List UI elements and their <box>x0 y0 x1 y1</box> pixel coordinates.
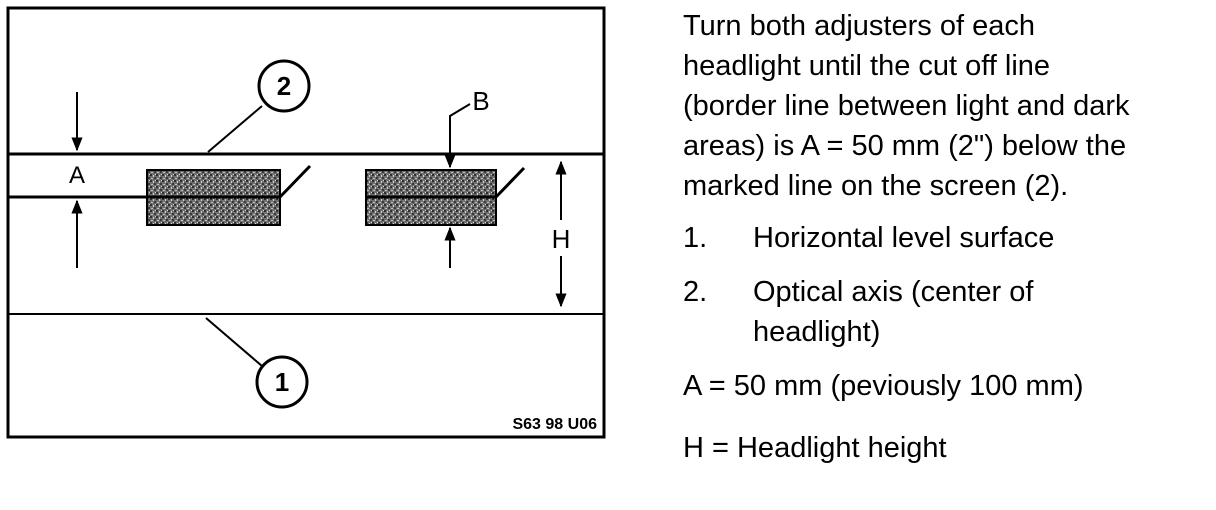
list-item-number: 1. <box>683 222 708 254</box>
dimension-b <box>444 103 471 268</box>
list-item-number: 2. <box>683 276 708 308</box>
intro-paragraph: Turn both adjusters of each headlight un… <box>683 6 1213 206</box>
callout-1-leader <box>205 317 263 367</box>
intro-line: Turn both adjusters of each <box>683 10 1035 42</box>
list-item-line: Optical axis (center of <box>753 276 1034 308</box>
right-beam-pattern <box>365 166 526 226</box>
instruction-text: Turn both adjusters of each headlight un… <box>683 6 1213 490</box>
list-item-text: Optical axis (center of headlight) <box>753 272 1213 352</box>
list-item: 1. Horizontal level surface <box>683 218 1213 258</box>
label-b: B <box>472 86 489 116</box>
intro-line: areas) is A = 50 mm (2") below the <box>683 130 1127 162</box>
label-h: H <box>552 224 571 254</box>
list-item: 2. Optical axis (center of headlight) <box>683 272 1213 352</box>
intro-line: (border line between light and dark <box>683 90 1130 122</box>
callout-1-number: 1 <box>275 367 289 397</box>
callout-1-circle <box>255 355 309 409</box>
headlight-aim-diagram: A B H 2 1 S63 98 U06 <box>6 6 606 439</box>
figure-code: S63 98 U06 <box>512 416 597 433</box>
callout-2-leader <box>207 105 263 153</box>
definition-a: A = 50 mm (peviously 100 mm) <box>683 370 1084 402</box>
intro-line: headlight until the cut off line <box>683 50 1051 82</box>
list-item-line: headlight) <box>753 316 881 348</box>
callout-2-number: 2 <box>277 71 291 101</box>
callout-2-circle <box>257 59 311 113</box>
label-a: A <box>69 162 85 189</box>
left-beam-pattern <box>146 164 312 226</box>
definition-h: H = Headlight height <box>683 432 947 464</box>
dimension-h <box>546 160 576 308</box>
list-item-text: Horizontal level surface <box>753 222 1055 254</box>
intro-line: marked line on the screen (2). <box>683 170 1069 202</box>
